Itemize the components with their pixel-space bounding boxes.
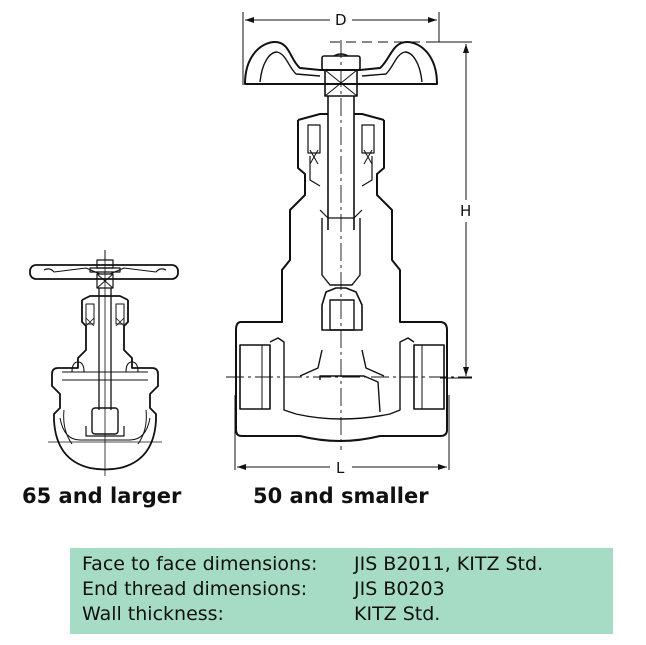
spec-row-wall-thickness: Wall thickness: KITZ Std. [82, 602, 613, 627]
spec-value: JIS B2011, KITZ Std. [354, 553, 544, 575]
caption-50-and-smaller: 50 and smaller [253, 484, 429, 508]
spec-label: Wall thickness: [82, 603, 224, 625]
dimension-label-d: D [335, 11, 347, 29]
spec-row-face-to-face: Face to face dimensions: JIS B2011, KITZ… [82, 552, 613, 577]
large-valve-drawing [226, 12, 472, 470]
spec-label: Face to face dimensions: [82, 553, 318, 575]
caption-65-and-larger: 65 and larger [22, 484, 182, 508]
spec-value: JIS B0203 [354, 578, 445, 600]
spec-value: KITZ Std. [354, 603, 441, 625]
spec-row-end-thread: End thread dimensions: JIS B0203 [82, 577, 613, 602]
valve-drawings: D H L [29, 11, 472, 477]
dimension-label-l: L [336, 459, 345, 477]
small-valve-drawing [29, 250, 179, 476]
dimension-label-h: H [460, 202, 471, 220]
spec-label: End thread dimensions: [82, 578, 308, 600]
specifications-box: Face to face dimensions: JIS B2011, KITZ… [70, 548, 613, 634]
